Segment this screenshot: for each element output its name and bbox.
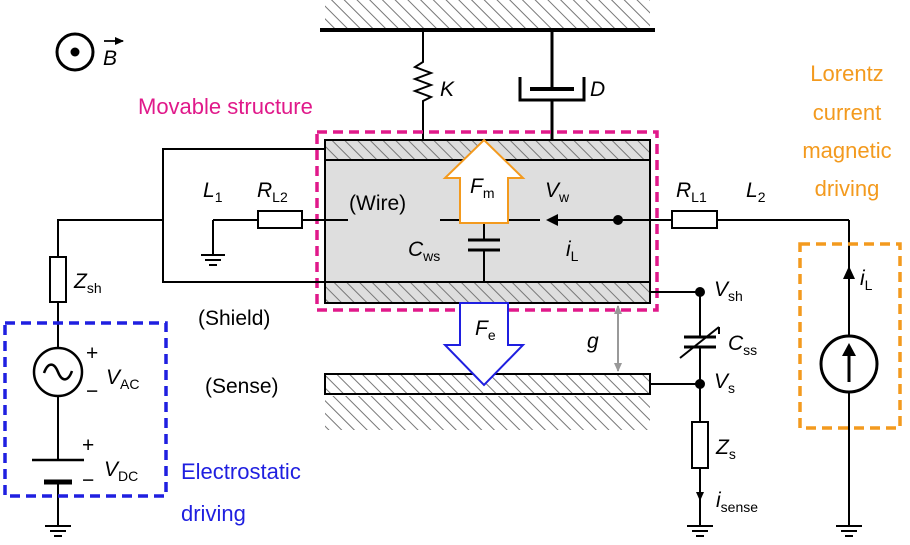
damper-label: D: [590, 78, 605, 101]
node-vw-label: Vw: [545, 179, 570, 205]
current-direction-arrow-icon: [546, 214, 558, 226]
force-fm-label: Fm: [470, 175, 495, 201]
gap-label: g: [587, 330, 599, 353]
dc-minus-sign: −: [82, 469, 94, 492]
node-vsh-label: Vsh: [714, 278, 743, 304]
resistor-rl1: [671, 210, 718, 229]
ac-plus-sign: +: [86, 342, 98, 365]
vw-node-dot: [613, 215, 623, 225]
current-isense-label: isense: [716, 489, 758, 515]
ac-minus-sign: −: [86, 380, 98, 403]
sense-ground-icon: [687, 525, 713, 537]
electrostatic-label-line1: Electrostatic: [181, 459, 301, 484]
spring-k: [412, 30, 434, 140]
damper-d: [518, 30, 586, 140]
node-vs-label: Vs: [714, 370, 735, 396]
resistor-rl1-label: RL1: [676, 179, 707, 205]
b-field-label: B: [103, 47, 117, 70]
force-fe-label: Fe: [475, 317, 496, 343]
impedance-zs: [691, 421, 709, 469]
bottom-anchor: [325, 396, 650, 430]
electrostatic-driving-box: [3, 321, 168, 498]
sense-layer-label: (Sense): [205, 375, 279, 398]
left-ground-icon: [45, 525, 71, 537]
current-il2-label: iL: [860, 267, 873, 293]
current-source-arrow-icon: [843, 266, 855, 279]
vsh-node-dot: [695, 287, 705, 297]
resistor-rl2-label: RL2: [257, 179, 288, 205]
svg-text:current: current: [813, 100, 881, 125]
vs-node-dot: [695, 379, 705, 389]
lorentz-ground-icon: [836, 525, 862, 537]
current-il-label: iL: [566, 238, 579, 264]
resistor-rl2: [257, 210, 303, 229]
vac-label: VAC: [106, 366, 139, 392]
current-source-icon: [819, 334, 879, 394]
variable-capacitor-css: [679, 326, 720, 359]
electrostatic-force-arrow-icon: [442, 302, 526, 387]
svg-text:Lorentz: Lorentz: [810, 61, 883, 86]
wire-line: [213, 219, 850, 257]
shield-layer: [324, 281, 651, 304]
sense-circuit-wire: [650, 291, 704, 525]
capacitor-cws: [468, 220, 500, 282]
top-anchor: [320, 0, 655, 32]
vdc-label: VDC: [104, 458, 138, 484]
out-of-page-dot-icon: [55, 32, 95, 72]
dc-source-icon: [32, 458, 84, 485]
shield-layer-label: (Shield): [198, 307, 270, 330]
svg-text:driving: driving: [815, 176, 880, 201]
impedance-zsh: [49, 256, 67, 303]
sine-wave-icon: [42, 363, 74, 381]
svg-text:magnetic: magnetic: [802, 138, 891, 163]
dc-plus-sign: +: [82, 434, 94, 457]
wire-layer-label: (Wire): [349, 192, 406, 215]
impedance-zsh-label: Zsh: [73, 270, 102, 296]
capacitor-cws-label: Cws: [408, 238, 440, 264]
electrostatic-label-line2: driving: [181, 501, 246, 526]
lorentz-force-arrow-icon: [442, 138, 526, 224]
movable-structure-label: Movable structure: [138, 94, 313, 119]
node-l1-label: L1: [203, 179, 223, 205]
lorentz-driving-box: [798, 242, 902, 430]
l1-ground-icon: [201, 220, 225, 266]
spring-label: K: [440, 78, 455, 101]
node-l2-label: L2: [746, 179, 766, 205]
impedance-zs-label: Zs: [715, 436, 736, 462]
shield-loop-wire: [57, 148, 325, 525]
capacitor-css-label: Css: [728, 332, 757, 358]
lorentz-driving-label: Lorentz current magnetic driving: [802, 61, 891, 201]
